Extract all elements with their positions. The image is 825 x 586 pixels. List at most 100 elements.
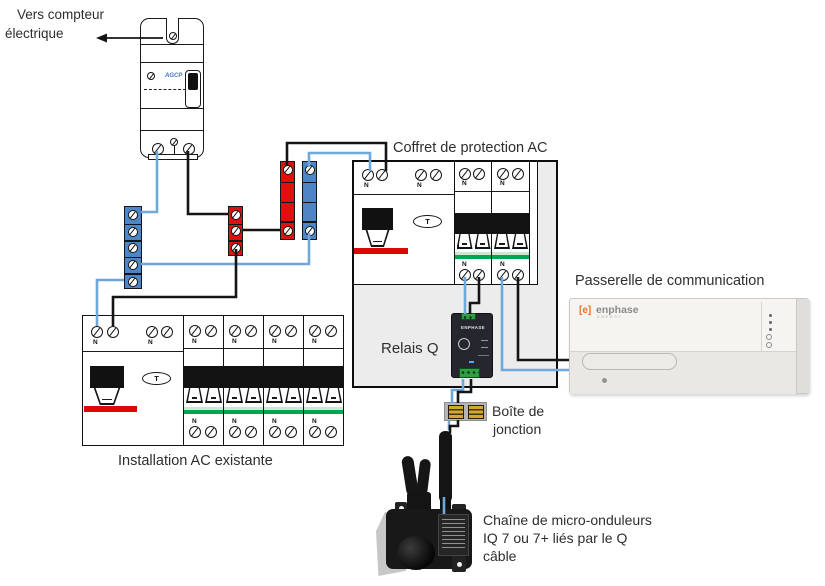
pale-green-strip (492, 251, 529, 255)
button-icon (766, 334, 772, 340)
wire-phase-relay-to-junction (456, 379, 473, 403)
cable-clamp-bar (148, 154, 198, 160)
din-rail-plate: N N T N N (352, 160, 538, 285)
screw-icon (127, 243, 138, 254)
wire-phase-junction-to-cable (448, 420, 460, 433)
neutral-label: N (232, 338, 237, 345)
divider (455, 191, 491, 193)
breaker-toggle (186, 388, 203, 403)
divider (352, 194, 454, 196)
screw-icon (376, 169, 388, 181)
screw-icon (147, 72, 155, 80)
gateway-logo-sub: ENERGY (597, 315, 623, 319)
trunk-cable (439, 431, 452, 503)
q-relay: ENPHASE (451, 313, 493, 378)
differential-switch-panel: N N T (82, 315, 184, 446)
relay-led (469, 361, 474, 364)
divider (141, 130, 203, 132)
relay-marking (481, 347, 488, 349)
led-dot (769, 321, 772, 324)
neutral-label: N (462, 180, 467, 187)
wire-phase-agcp-to-block (186, 151, 229, 216)
screw-icon (127, 276, 138, 287)
test-button: T (413, 215, 442, 228)
gateway-right-edge (796, 299, 810, 393)
red-indicator-strip (84, 406, 137, 412)
ac-protection-box: N N T N N (352, 160, 558, 388)
test-button: T (142, 372, 171, 385)
agcp-switch (185, 70, 201, 108)
mount-tab (452, 556, 466, 572)
breaker-body (455, 213, 491, 234)
screw-icon (91, 326, 103, 338)
breaker-toggle (205, 388, 222, 403)
screw-icon (497, 168, 509, 180)
breaker-toggle (325, 388, 342, 403)
neutral-label: N (312, 418, 317, 425)
screw-icon (430, 169, 442, 181)
wire-neutral-breaker2-to-gateway (500, 277, 569, 372)
switch-lever (365, 230, 390, 247)
wire-phase-block-to-panel (111, 249, 238, 326)
screw-icon (107, 326, 119, 338)
screw-icon (170, 138, 178, 146)
relay-marking (481, 340, 488, 342)
neutral-label: N (500, 261, 505, 268)
relay-top-terminal (461, 313, 476, 320)
agcp-label: AGCP (165, 73, 183, 79)
breaker-toggle (494, 234, 510, 249)
gateway-divider (761, 302, 763, 391)
screw-icon (146, 326, 158, 338)
screw-icon (189, 325, 201, 337)
breaker-toggle (474, 234, 491, 249)
wire-neutral-relay-to-junction (450, 379, 465, 403)
gateway-logo-bracket: [e] (579, 305, 592, 316)
green-strip (455, 255, 491, 259)
gateway-envoy: [e] enphase ENERGY (569, 298, 810, 394)
label-boite-1: Boîte de (492, 403, 545, 419)
label-vers-compteur-2: électrique (5, 26, 64, 41)
divider (82, 351, 183, 353)
relay-brand: ENPHASE (460, 325, 486, 330)
led-dot (769, 328, 772, 331)
neutral-label: N (272, 338, 277, 345)
label-passerelle: Passerelle de communication (575, 273, 765, 289)
divider (141, 108, 203, 110)
circuit-breaker: N N (264, 315, 304, 446)
neutral-label: N (232, 418, 237, 425)
button-icon (766, 342, 772, 348)
wire-phase-breaker2-to-gateway (516, 277, 569, 362)
breaker-toggle (306, 388, 323, 403)
agcp-switch-handle (188, 73, 198, 90)
meter-arrow (96, 33, 163, 43)
screw-icon (282, 226, 293, 236)
screw-icon (127, 259, 138, 270)
neutral-label: N (192, 338, 197, 345)
screw-icon (189, 426, 201, 438)
circuit-breaker-row: N N N N N (184, 315, 344, 446)
wire-neutral-block-to-panel (95, 278, 124, 326)
screw-icon (229, 426, 241, 438)
main-breaker-agcp: AGCP (140, 18, 204, 160)
label-installation: Installation AC existante (118, 453, 273, 469)
screw-icon (285, 426, 297, 438)
breaker-toggle (512, 234, 528, 249)
circuit-breaker-2: N N (492, 160, 530, 285)
neutral-din-terminal-strip (302, 161, 317, 240)
neutral-label: N (417, 182, 422, 189)
differential-switch-coffret: N N T (352, 160, 455, 285)
screw-icon (309, 325, 321, 337)
existing-ac-panel: N N T N N N (82, 315, 344, 446)
screw-icon (205, 325, 217, 337)
switch-toggle (90, 366, 124, 388)
screw-icon (205, 426, 217, 438)
door-screw (602, 378, 607, 383)
relay-bottom-terminal (459, 368, 480, 378)
circuit-breaker: N N (184, 315, 224, 446)
neutral-label: N (500, 180, 505, 187)
junction-terminal (468, 404, 484, 419)
screw-icon (127, 226, 138, 237)
divider (141, 44, 203, 46)
screw-icon (230, 226, 241, 237)
inverter-disc (397, 536, 435, 570)
